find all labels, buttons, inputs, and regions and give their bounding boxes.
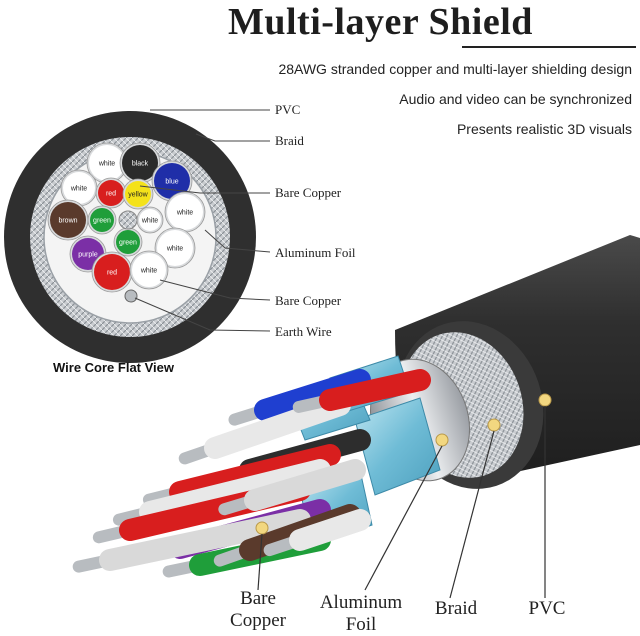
bottom-label-aluminum-foil: Aluminum Foil	[313, 592, 409, 636]
cross-section-leader-lines	[134, 109, 271, 332]
feature-stranded-copper: 28AWG stranded copper and multi-layer sh…	[278, 61, 632, 77]
core-wire-label: blue	[165, 179, 178, 186]
page-title: Multi-layer Shield	[228, 1, 533, 43]
cable-wire	[228, 369, 371, 426]
core-wire-label: white	[140, 268, 157, 275]
foil-piece-1	[354, 397, 441, 496]
center-strand	[118, 210, 138, 230]
cross-section-diagram: white black blue white red yellow white brown gr…	[4, 111, 256, 363]
cable-wire	[112, 459, 331, 526]
core-wire-yellow: yellow	[122, 178, 154, 210]
title-underline	[462, 46, 636, 48]
core-wire-label: red	[106, 191, 116, 198]
bottom-label-pvc: PVC	[528, 598, 566, 619]
core-wire-label: white	[98, 161, 115, 168]
core-wire-label: green	[93, 218, 111, 225]
bottom-label-braid: Braid	[434, 598, 478, 619]
bottom-label-aluminum-foil-line1: Aluminum	[319, 592, 403, 613]
core-wire-red: red	[95, 177, 127, 209]
core-wire-black: black	[119, 142, 161, 184]
marker-foil	[435, 433, 449, 447]
label-pvc: PVC	[275, 102, 301, 117]
core-wire-green: green	[87, 205, 117, 235]
marker-braid	[487, 418, 501, 432]
label-bare-copper-2: Bare Copper	[275, 293, 342, 308]
cable-wire	[292, 369, 431, 413]
core-wire-label: white	[70, 186, 87, 193]
core-wire-label: purple	[78, 252, 98, 259]
core-wire-label: green	[119, 240, 137, 247]
label-bare-copper-1: Bare Copper	[275, 185, 342, 200]
bottom-label-aluminum-foil-line2: Foil	[345, 614, 377, 635]
core-wire-label: black	[132, 161, 149, 168]
cable-3d-rendering	[72, 235, 640, 578]
core-wire-white: white	[154, 227, 196, 269]
bottom-label-bare-copper-line1: Bare	[240, 588, 276, 609]
core-wire-green: green	[113, 227, 143, 257]
core-wire-label: white	[166, 246, 183, 253]
core-wire-white: white	[129, 250, 169, 290]
core-wire-red: red	[91, 251, 133, 293]
bottom-leader-lines	[257, 406, 546, 599]
marker-copper	[255, 521, 269, 535]
core-wire-label: red	[107, 270, 117, 277]
earth-wire-dot	[124, 289, 138, 303]
core-wire-label: white	[176, 210, 193, 217]
label-aluminum-foil: Aluminum Foil	[275, 245, 356, 260]
label-earth-wire: Earth Wire	[275, 324, 332, 339]
core-wire-white: white	[164, 191, 206, 233]
wire-core-caption: Wire Core Flat View	[53, 360, 175, 375]
cable-wire	[178, 394, 351, 465]
label-braid: Braid	[275, 133, 304, 148]
core-wire-brown: brown	[47, 199, 89, 241]
cable-wire	[142, 444, 341, 506]
core-wires: white black blue white red yellow white brown gr…	[47, 142, 206, 293]
core-wire-label: yellow	[128, 192, 148, 199]
bottom-label-bare-copper-line2: Copper	[230, 610, 286, 631]
core-wire-white: white	[60, 169, 98, 207]
core-wire-white: white	[136, 206, 164, 234]
feature-sync: Audio and video can be synchronized	[399, 91, 632, 107]
marker-pvc	[538, 393, 552, 407]
cable-wires	[72, 369, 431, 578]
bottom-label-bare-copper: Bare Copper	[222, 588, 294, 632]
cable-wire	[263, 509, 371, 557]
cable-wire	[218, 459, 366, 516]
core-wire-label: white	[141, 218, 158, 225]
core-wire-label: brown	[58, 218, 77, 225]
feature-3d-visuals: Presents realistic 3D visuals	[456, 121, 632, 137]
